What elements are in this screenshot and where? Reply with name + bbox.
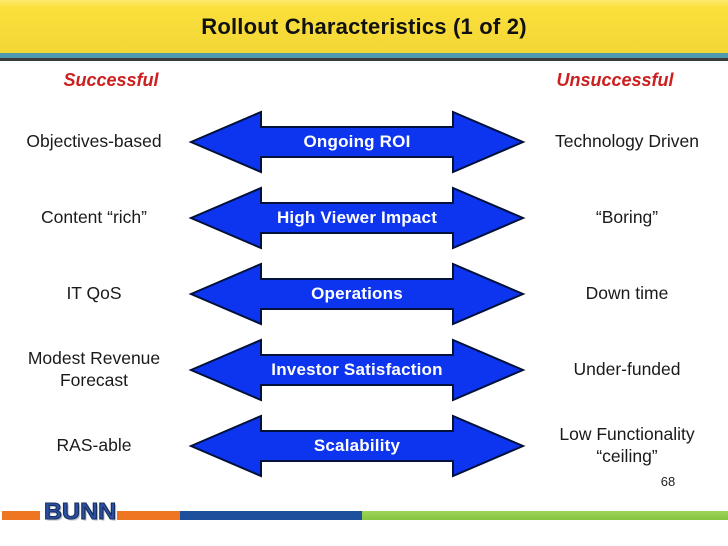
row-scalability: RAS-able Scalability Low Functionality “… [0, 408, 728, 484]
left-label: IT QoS [66, 283, 122, 304]
right-label: Low Functionality “ceiling” [559, 424, 695, 466]
row-investor-satisfaction: Modest Revenue Forecast Investor Satisfa… [0, 332, 728, 408]
double-arrow: Operations [188, 262, 526, 326]
double-arrow: Scalability [188, 414, 526, 478]
left-label: Objectives-based [26, 131, 162, 152]
row-operations: IT QoS Operations Down time [0, 256, 728, 332]
column-header-successful: Successful [63, 70, 159, 90]
double-arrow-icon [188, 338, 526, 402]
double-arrow: High Viewer Impact [188, 186, 526, 250]
double-arrow-icon [188, 414, 526, 478]
footer-stripe-orange-dash [2, 511, 40, 520]
row-high-viewer-impact: Content “rich” High Viewer Impact “Borin… [0, 180, 728, 256]
page-number: 68 [660, 474, 676, 489]
title-divider-dark [0, 58, 728, 61]
right-label: Down time [585, 283, 669, 304]
column-header-unsuccessful: Unsuccessful [556, 70, 674, 90]
double-arrow-icon [188, 110, 526, 174]
footer-stripe-blue [180, 511, 362, 520]
double-arrow: Investor Satisfaction [188, 338, 526, 402]
right-label: Technology Driven [555, 131, 699, 152]
footer-stripe-green [362, 511, 728, 520]
right-label: Under-funded [573, 359, 681, 380]
left-label: RAS-able [56, 435, 132, 456]
page-title: Rollout Characteristics (1 of 2) [201, 13, 527, 39]
comparison-rows: Objectives-based Ongoing ROI Technology … [0, 104, 728, 484]
right-label: “Boring” [595, 207, 659, 228]
left-label: Modest Revenue Forecast [27, 348, 161, 390]
footer-stripe-orange [117, 511, 180, 520]
double-arrow-icon [188, 186, 526, 250]
double-arrow: Ongoing ROI [188, 110, 526, 174]
left-label: Content “rich” [40, 207, 147, 228]
bunn-logo: BUNN [43, 498, 117, 525]
row-ongoing-roi: Objectives-based Ongoing ROI Technology … [0, 104, 728, 180]
title-divider-teal [0, 53, 728, 58]
double-arrow-icon [188, 262, 526, 326]
title-bar: Rollout Characteristics (1 of 2) [0, 0, 728, 53]
